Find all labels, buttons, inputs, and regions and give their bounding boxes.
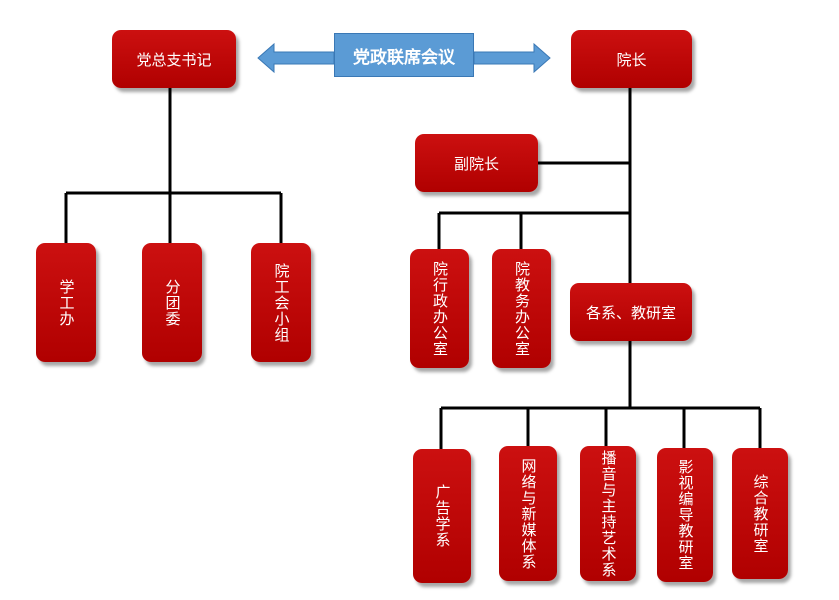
node-admin-office-label: 院行政办公室 — [431, 260, 449, 357]
node-new-media-dept: 网络与新媒体系 — [499, 446, 557, 581]
node-vice-dean-label: 副院长 — [453, 154, 499, 173]
arrow-left-icon — [257, 42, 335, 74]
node-academic-affairs-office-label: 院教务办公室 — [513, 260, 531, 357]
node-broadcasting-dept-label: 播音与主持艺术系 — [599, 449, 618, 578]
node-student-affairs-office-label: 学工办 — [57, 278, 76, 327]
node-union-group: 院工会小组 — [251, 243, 311, 362]
node-film-tv-section: 影视编导教研室 — [657, 448, 713, 582]
joint-meeting-banner: 党政联席会议 — [334, 33, 474, 77]
node-dean-label: 院长 — [616, 50, 647, 69]
node-general-section-label: 综合教研室 — [751, 473, 770, 554]
node-departments: 各系、教研室 — [570, 283, 692, 341]
node-advertising-dept-label: 广告学系 — [433, 484, 452, 548]
node-new-media-dept-label: 网络与新媒体系 — [519, 457, 538, 570]
node-admin-office: 院行政办公室 — [410, 249, 469, 368]
node-youth-league-branch: 分团委 — [142, 243, 202, 362]
node-party-secretary: 党总支书记 — [112, 30, 236, 88]
node-academic-affairs-office: 院教务办公室 — [492, 249, 551, 368]
node-vice-dean: 副院长 — [415, 134, 538, 192]
node-youth-league-branch-label: 分团委 — [163, 278, 182, 327]
node-party-secretary-label: 党总支书记 — [136, 50, 212, 69]
node-departments-label: 各系、教研室 — [585, 303, 676, 322]
node-dean: 院长 — [571, 30, 692, 88]
node-broadcasting-dept: 播音与主持艺术系 — [580, 446, 636, 581]
arrow-right-icon — [473, 42, 551, 74]
node-film-tv-section-label: 影视编导教研室 — [676, 459, 695, 571]
node-general-section: 综合教研室 — [732, 448, 788, 579]
node-union-group-label: 院工会小组 — [272, 262, 291, 343]
node-student-affairs-office: 学工办 — [36, 243, 96, 362]
node-advertising-dept: 广告学系 — [413, 449, 471, 583]
joint-meeting-label: 党政联席会议 — [353, 47, 455, 68]
